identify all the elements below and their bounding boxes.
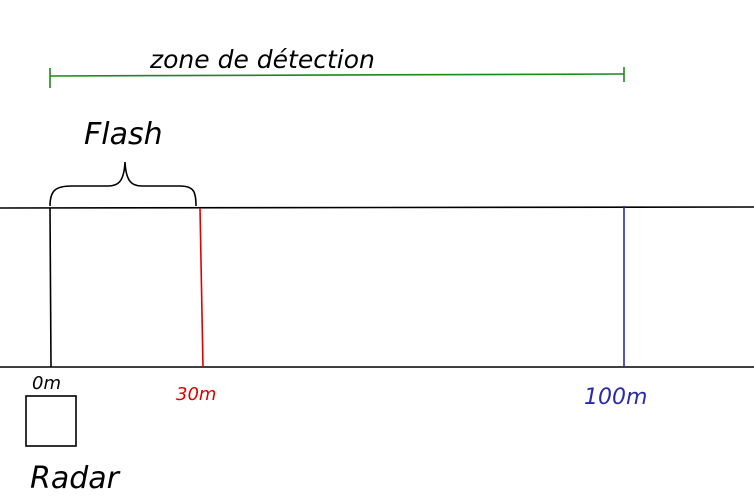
detection-zone-span (49, 67, 625, 88)
road-top-line (0, 206, 754, 209)
marker-0m-line (49, 207, 52, 368)
marker-30m-line (199, 207, 204, 368)
detection-zone-label: zone de détection (149, 45, 375, 74)
flash-label: Flash (84, 117, 163, 152)
radar-box (25, 395, 77, 447)
radar-label: Radar (30, 461, 121, 496)
detection-zone-line (49, 73, 625, 77)
marker-30m-label: 30m (176, 384, 216, 405)
marker-100m-label: 100m (584, 385, 647, 410)
flash-brace (49, 161, 197, 207)
marker-0m-label: 0m (32, 373, 61, 394)
